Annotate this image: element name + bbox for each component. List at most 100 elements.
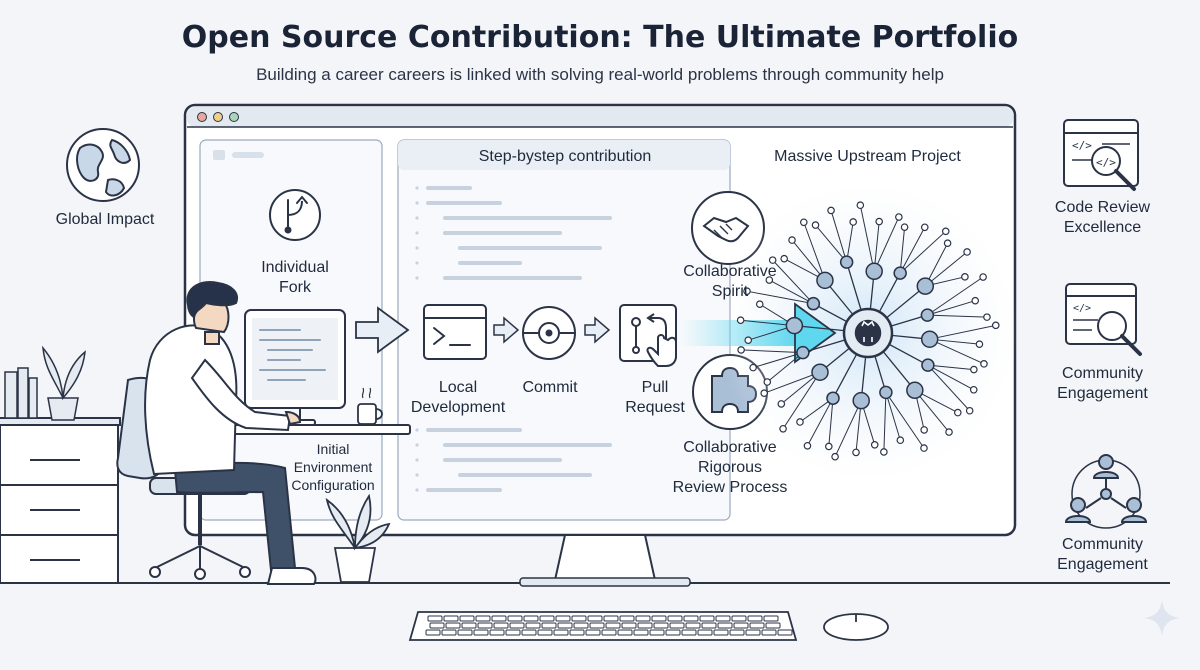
books <box>4 367 38 419</box>
review-process-label: Collaborative Rigorous Review Process <box>672 439 788 496</box>
network-edge <box>885 392 901 441</box>
fork-icon <box>269 189 321 241</box>
network-edge <box>846 221 854 263</box>
keyboard-key <box>653 622 669 629</box>
network-leaf-node <box>827 206 835 215</box>
upstream-network <box>736 201 1000 461</box>
network-leaf-node <box>755 300 764 309</box>
network-edge <box>830 210 848 263</box>
network-edge <box>815 224 848 263</box>
steps-panel-title: Step-bystep contribution <box>478 148 652 165</box>
network-leaf-node <box>963 248 971 256</box>
keyboard-key <box>491 615 507 622</box>
keyboard-key <box>685 622 701 629</box>
network-leaf-node <box>991 321 1000 330</box>
network-leaf-node <box>796 418 804 426</box>
network-node <box>826 391 840 405</box>
keyboard-key <box>429 622 445 629</box>
keyboard-key <box>475 615 491 622</box>
laptop-monitor <box>244 309 346 426</box>
keyboard-key <box>745 629 761 636</box>
network-leaf-node <box>736 316 745 325</box>
keyboard-key <box>537 629 553 636</box>
individual-fork-label: Individual Fork <box>261 259 329 296</box>
network-edge <box>746 290 814 305</box>
keyboard-key <box>763 615 779 622</box>
keyboard-key <box>569 629 585 636</box>
network-leaf-node <box>941 227 950 236</box>
network-leaf-node <box>743 287 751 295</box>
keyboard-key <box>521 629 537 636</box>
keyboard-key <box>427 615 443 622</box>
commit-label: Commit <box>522 379 578 396</box>
code-review-icon: </> </> <box>1063 119 1139 191</box>
monitor-stand <box>553 534 657 581</box>
keyboard-key <box>669 622 685 629</box>
plant-floor <box>325 493 391 583</box>
keyboard-key <box>505 629 521 636</box>
keyboard-key <box>713 629 729 636</box>
keyboard-key <box>605 622 621 629</box>
network-leaf-node <box>788 236 796 244</box>
network-edge <box>927 314 987 318</box>
network-leaf-node <box>880 448 888 456</box>
keyboard-key <box>667 615 683 622</box>
network-leaf-node <box>895 213 903 221</box>
network-leaf-node <box>737 346 745 354</box>
keyboard-key <box>635 615 651 622</box>
keyboard-key <box>701 622 717 629</box>
network-leaf-node <box>800 218 808 227</box>
network-edge <box>807 397 834 447</box>
keyboard-key <box>525 622 541 629</box>
terminal-icon <box>423 304 487 360</box>
network-edge <box>752 352 804 369</box>
network-leaf-node <box>811 221 820 229</box>
network-leaf-node <box>920 444 928 452</box>
network-leaf-node <box>831 452 839 461</box>
keyboard-key <box>443 615 459 622</box>
network-node <box>852 391 870 410</box>
initial-environment-label: Initial Environment Configuration <box>291 441 375 493</box>
keyboard-key <box>587 615 603 622</box>
network-edge <box>914 389 950 433</box>
network-edge <box>899 227 906 274</box>
network-edge <box>885 392 925 449</box>
keyboard-key <box>681 629 697 636</box>
keyboard-key <box>761 629 777 636</box>
network-edge <box>741 349 803 354</box>
network-node <box>806 296 821 311</box>
network-leaf-node <box>856 201 865 210</box>
network-edge <box>764 371 821 394</box>
arrow-fork-to-local <box>355 306 410 354</box>
keyboard-key <box>539 615 555 622</box>
keyboard-key <box>589 622 605 629</box>
network-edge <box>772 259 814 305</box>
network-edge <box>929 338 985 365</box>
network-leaf-node <box>870 440 879 449</box>
window-dot-red <box>197 112 207 122</box>
network-node <box>816 271 834 290</box>
keyboard-key <box>541 622 557 629</box>
keyboard-key <box>649 629 665 636</box>
network-leaf-node <box>971 296 980 305</box>
arrow-local-to-commit <box>493 316 520 344</box>
network-leaf-node <box>875 217 883 226</box>
network-leaf-node <box>777 400 786 408</box>
network-edge <box>899 230 947 274</box>
window-dot-yellow <box>213 112 223 122</box>
network-leaf-node <box>749 363 757 372</box>
commit-icon <box>522 306 576 360</box>
keyboard-key <box>507 615 523 622</box>
github-hub <box>842 307 894 359</box>
keyboard-key <box>445 622 461 629</box>
page-title: Open Source Contribution: The Ultimate P… <box>181 20 1019 55</box>
keyboard-key <box>651 615 667 622</box>
keyboard-key <box>557 622 573 629</box>
network-edge <box>740 319 795 327</box>
coffee-mug-icon <box>357 387 383 425</box>
network-leaf-node <box>744 336 753 344</box>
network-leaf-node <box>900 223 909 231</box>
network-node <box>906 381 924 400</box>
